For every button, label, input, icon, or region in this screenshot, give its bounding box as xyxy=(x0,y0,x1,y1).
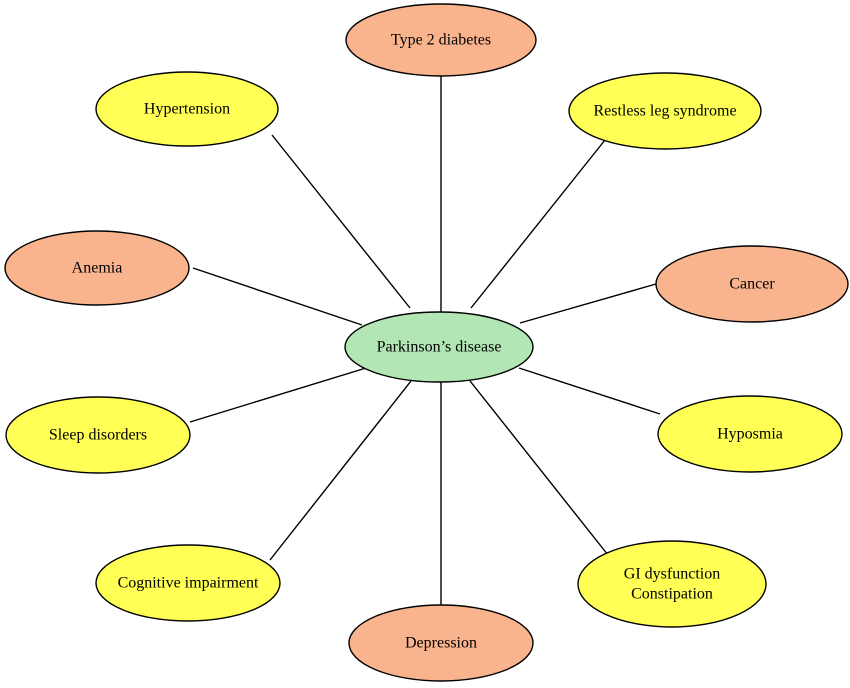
node-type-2-diabetes: Type 2 diabetes xyxy=(345,3,537,77)
spoke-sleep-disorders xyxy=(189,367,367,423)
node-restless-leg-syndrome: Restless leg syndrome xyxy=(568,72,762,150)
node-restless-leg-syndrome-label: Restless leg syndrome xyxy=(593,103,736,120)
node-type-2-diabetes-label: Type 2 diabetes xyxy=(391,32,491,49)
node-restless-leg-syndrome-ellipse xyxy=(568,72,762,150)
node-anemia-label: Anemia xyxy=(72,260,123,277)
node-hyposmia-label: Hyposmia xyxy=(717,426,783,443)
center-node: Parkinson’s disease xyxy=(344,311,534,383)
node-cancer-label: Cancer xyxy=(729,276,775,293)
node-anemia-ellipse xyxy=(4,230,190,306)
node-hyposmia-ellipse xyxy=(657,395,843,473)
node-gi-dysfunction-constipation-label: GI dysfunction xyxy=(624,566,720,583)
node-depression-label: Depression xyxy=(405,635,477,652)
node-cognitive-impairment-ellipse xyxy=(95,544,281,622)
node-cognitive-impairment-label: Cognitive impairment xyxy=(118,575,259,592)
spoke-hypertension xyxy=(271,134,411,309)
spoke-gi-dysfunction-constipation xyxy=(469,380,609,556)
node-cancer: Cancer xyxy=(655,245,849,323)
node-gi-dysfunction-constipation-label: Constipation xyxy=(631,586,713,603)
node-depression: Depression xyxy=(348,604,534,682)
node-anemia: Anemia xyxy=(4,230,190,306)
spoke-anemia xyxy=(192,267,363,326)
node-depression-ellipse xyxy=(348,604,534,682)
node-sleep-disorders-label: Sleep disorders xyxy=(49,427,147,444)
node-hypertension: Hypertension xyxy=(95,71,279,147)
node-cancer-ellipse xyxy=(655,245,849,323)
node-sleep-disorders-ellipse xyxy=(5,396,191,474)
node-hyposmia: Hyposmia xyxy=(657,395,843,473)
node-type-2-diabetes-ellipse xyxy=(345,3,537,77)
connector-lines xyxy=(189,76,661,607)
node-hypertension-label: Hypertension xyxy=(144,101,230,118)
spoke-hyposmia xyxy=(518,367,661,415)
spoke-cancer xyxy=(519,283,657,324)
node-gi-dysfunction-constipation-ellipse xyxy=(577,540,767,628)
center-parkinsons-disease: Parkinson’s disease xyxy=(344,311,534,383)
center-parkinsons-disease-ellipse xyxy=(344,311,534,383)
node-sleep-disorders: Sleep disorders xyxy=(5,396,191,474)
node-hypertension-ellipse xyxy=(95,71,279,147)
spoke-restless-leg-syndrome xyxy=(470,139,606,309)
spoke-cognitive-impairment xyxy=(269,380,412,561)
center-parkinsons-disease-label: Parkinson’s disease xyxy=(377,339,502,356)
node-cognitive-impairment: Cognitive impairment xyxy=(95,544,281,622)
